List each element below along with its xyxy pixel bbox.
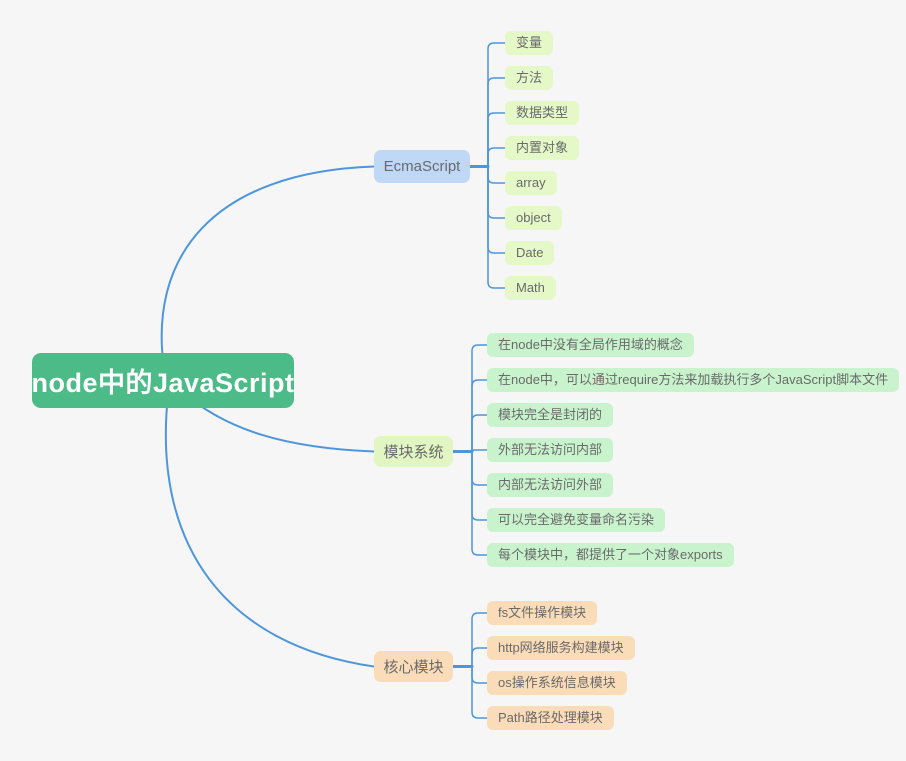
- child-node[interactable]: Math: [505, 276, 556, 300]
- connector-line: [487, 42, 506, 168]
- child-node[interactable]: 变量: [505, 31, 554, 55]
- connector-line: [487, 165, 506, 254]
- child-node[interactable]: 可以完全避免变量命名污染: [487, 508, 666, 532]
- child-node[interactable]: os操作系统信息模块: [487, 671, 627, 695]
- child-node[interactable]: 每个模块中，都提供了一个对象exports: [487, 543, 734, 567]
- child-node[interactable]: 内部无法访问外部: [487, 473, 614, 497]
- child-node[interactable]: array: [505, 171, 557, 195]
- root-node[interactable]: node中的JavaScript: [31, 353, 294, 408]
- branch-node[interactable]: 模块系统: [374, 436, 453, 467]
- child-node[interactable]: fs文件操作模块: [487, 601, 598, 625]
- child-node[interactable]: 外部无法访问内部: [487, 438, 614, 462]
- connector-line: [487, 112, 506, 168]
- child-node[interactable]: 内置对象: [505, 136, 580, 160]
- child-node[interactable]: Date: [505, 241, 555, 265]
- connector-line: [487, 165, 506, 289]
- child-node[interactable]: 数据类型: [505, 101, 580, 125]
- connector-line: [471, 414, 488, 453]
- connector-line: [160, 165, 375, 376]
- connector-line: [487, 165, 506, 184]
- connector-line: [164, 394, 375, 668]
- connector-line: [471, 450, 488, 521]
- connector-line: [471, 450, 488, 556]
- connector-line: [487, 147, 506, 168]
- child-node[interactable]: 方法: [505, 66, 554, 90]
- branch-node[interactable]: 核心模块: [374, 651, 453, 682]
- connector-line: [471, 665, 488, 719]
- child-node[interactable]: object: [505, 206, 562, 230]
- connector-line: [471, 612, 488, 668]
- connector-line: [471, 449, 488, 453]
- child-node[interactable]: 在node中，可以通过require方法来加载执行多个JavaScript脚本文…: [487, 368, 900, 392]
- connector-line: [487, 165, 506, 219]
- child-node[interactable]: 模块完全是封闭的: [487, 403, 614, 427]
- connector-line: [471, 665, 488, 684]
- connector-line: [471, 379, 488, 453]
- connector-line: [471, 647, 488, 668]
- connector-line: [471, 450, 488, 486]
- child-node[interactable]: http网络服务构建模块: [487, 636, 635, 660]
- connector-line: [471, 344, 488, 453]
- child-node[interactable]: 在node中没有全局作用域的概念: [487, 333, 694, 357]
- connector-line: [487, 77, 506, 168]
- branch-node[interactable]: EcmaScript: [374, 150, 470, 183]
- child-node[interactable]: Path路径处理模块: [487, 706, 614, 730]
